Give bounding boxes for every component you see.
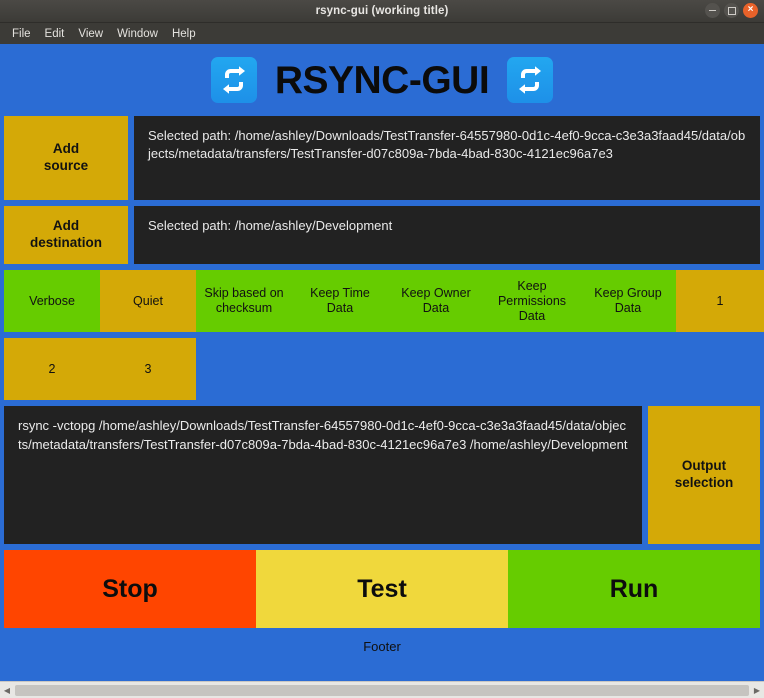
option-button-skip-based-on-checksum[interactable]: Skip based on checksum xyxy=(196,270,292,332)
option-button-verbose[interactable]: Verbose xyxy=(4,270,100,332)
close-icon: × xyxy=(747,4,754,15)
option-button-quiet[interactable]: Quiet xyxy=(100,270,196,332)
command-preview[interactable]: rsync -vctopg /home/ashley/Downloads/Tes… xyxy=(4,406,642,544)
app-banner: RSYNC-GUI xyxy=(0,44,764,116)
window-controls: × xyxy=(705,3,758,18)
menu-bar: File Edit View Window Help xyxy=(0,23,764,44)
source-row: Add source Selected path: /home/ashley/D… xyxy=(0,116,764,200)
run-button[interactable]: Run xyxy=(508,550,760,628)
app-canvas: RSYNC-GUI Add source Selected path: /hom… xyxy=(0,44,764,681)
add-destination-button[interactable]: Add destination xyxy=(4,206,128,264)
footer-bar: Footer xyxy=(0,628,764,664)
destination-path-display[interactable]: Selected path: /home/ashley/Development xyxy=(134,206,760,264)
output-selection-button[interactable]: Output selection xyxy=(648,406,760,544)
menu-item-view[interactable]: View xyxy=(78,27,104,40)
menu-item-file[interactable]: File xyxy=(12,27,31,40)
title-bar: rsync-gui (working title) × xyxy=(0,0,764,23)
maximize-icon xyxy=(727,6,736,15)
scroll-right-arrow-icon[interactable]: ▶ xyxy=(753,685,761,695)
stop-button[interactable]: Stop xyxy=(4,550,256,628)
page-title: RSYNC-GUI xyxy=(274,58,490,102)
option-button-keep-owner-data[interactable]: Keep Owner Data xyxy=(388,270,484,332)
scroll-left-arrow-icon[interactable]: ◀ xyxy=(3,685,11,695)
command-row: rsync -vctopg /home/ashley/Downloads/Tes… xyxy=(0,406,764,544)
scrollbar-thumb[interactable] xyxy=(15,684,749,696)
close-button[interactable]: × xyxy=(743,3,758,18)
destination-row: Add destination Selected path: /home/ash… xyxy=(0,206,764,264)
menu-item-edit[interactable]: Edit xyxy=(44,27,65,40)
menu-item-help[interactable]: Help xyxy=(171,27,196,40)
minimize-button[interactable] xyxy=(705,3,720,18)
menu-item-window[interactable]: Window xyxy=(117,27,158,40)
sync-arrows-icon xyxy=(507,57,554,103)
option-button-keep-permissions-data[interactable]: Keep Permissions Data xyxy=(484,270,580,332)
source-path-display[interactable]: Selected path: /home/ashley/Downloads/Te… xyxy=(134,116,760,200)
window-title: rsync-gui (working title) xyxy=(315,5,449,17)
sync-arrows-icon xyxy=(210,57,257,103)
maximize-button[interactable] xyxy=(724,3,739,18)
horizontal-scrollbar[interactable]: ◀ ▶ xyxy=(0,681,764,698)
option-button-2[interactable]: 2 xyxy=(4,338,100,400)
option-button-keep-group-data[interactable]: Keep Group Data xyxy=(580,270,676,332)
test-button[interactable]: Test xyxy=(256,550,508,628)
minimize-icon xyxy=(709,9,716,12)
option-button-3[interactable]: 3 xyxy=(100,338,196,400)
action-button-bar: Stop Test Run xyxy=(0,550,764,628)
add-source-button[interactable]: Add source xyxy=(4,116,128,200)
option-button-keep-time-data[interactable]: Keep Time Data xyxy=(292,270,388,332)
option-button-1[interactable]: 1 xyxy=(676,270,764,332)
